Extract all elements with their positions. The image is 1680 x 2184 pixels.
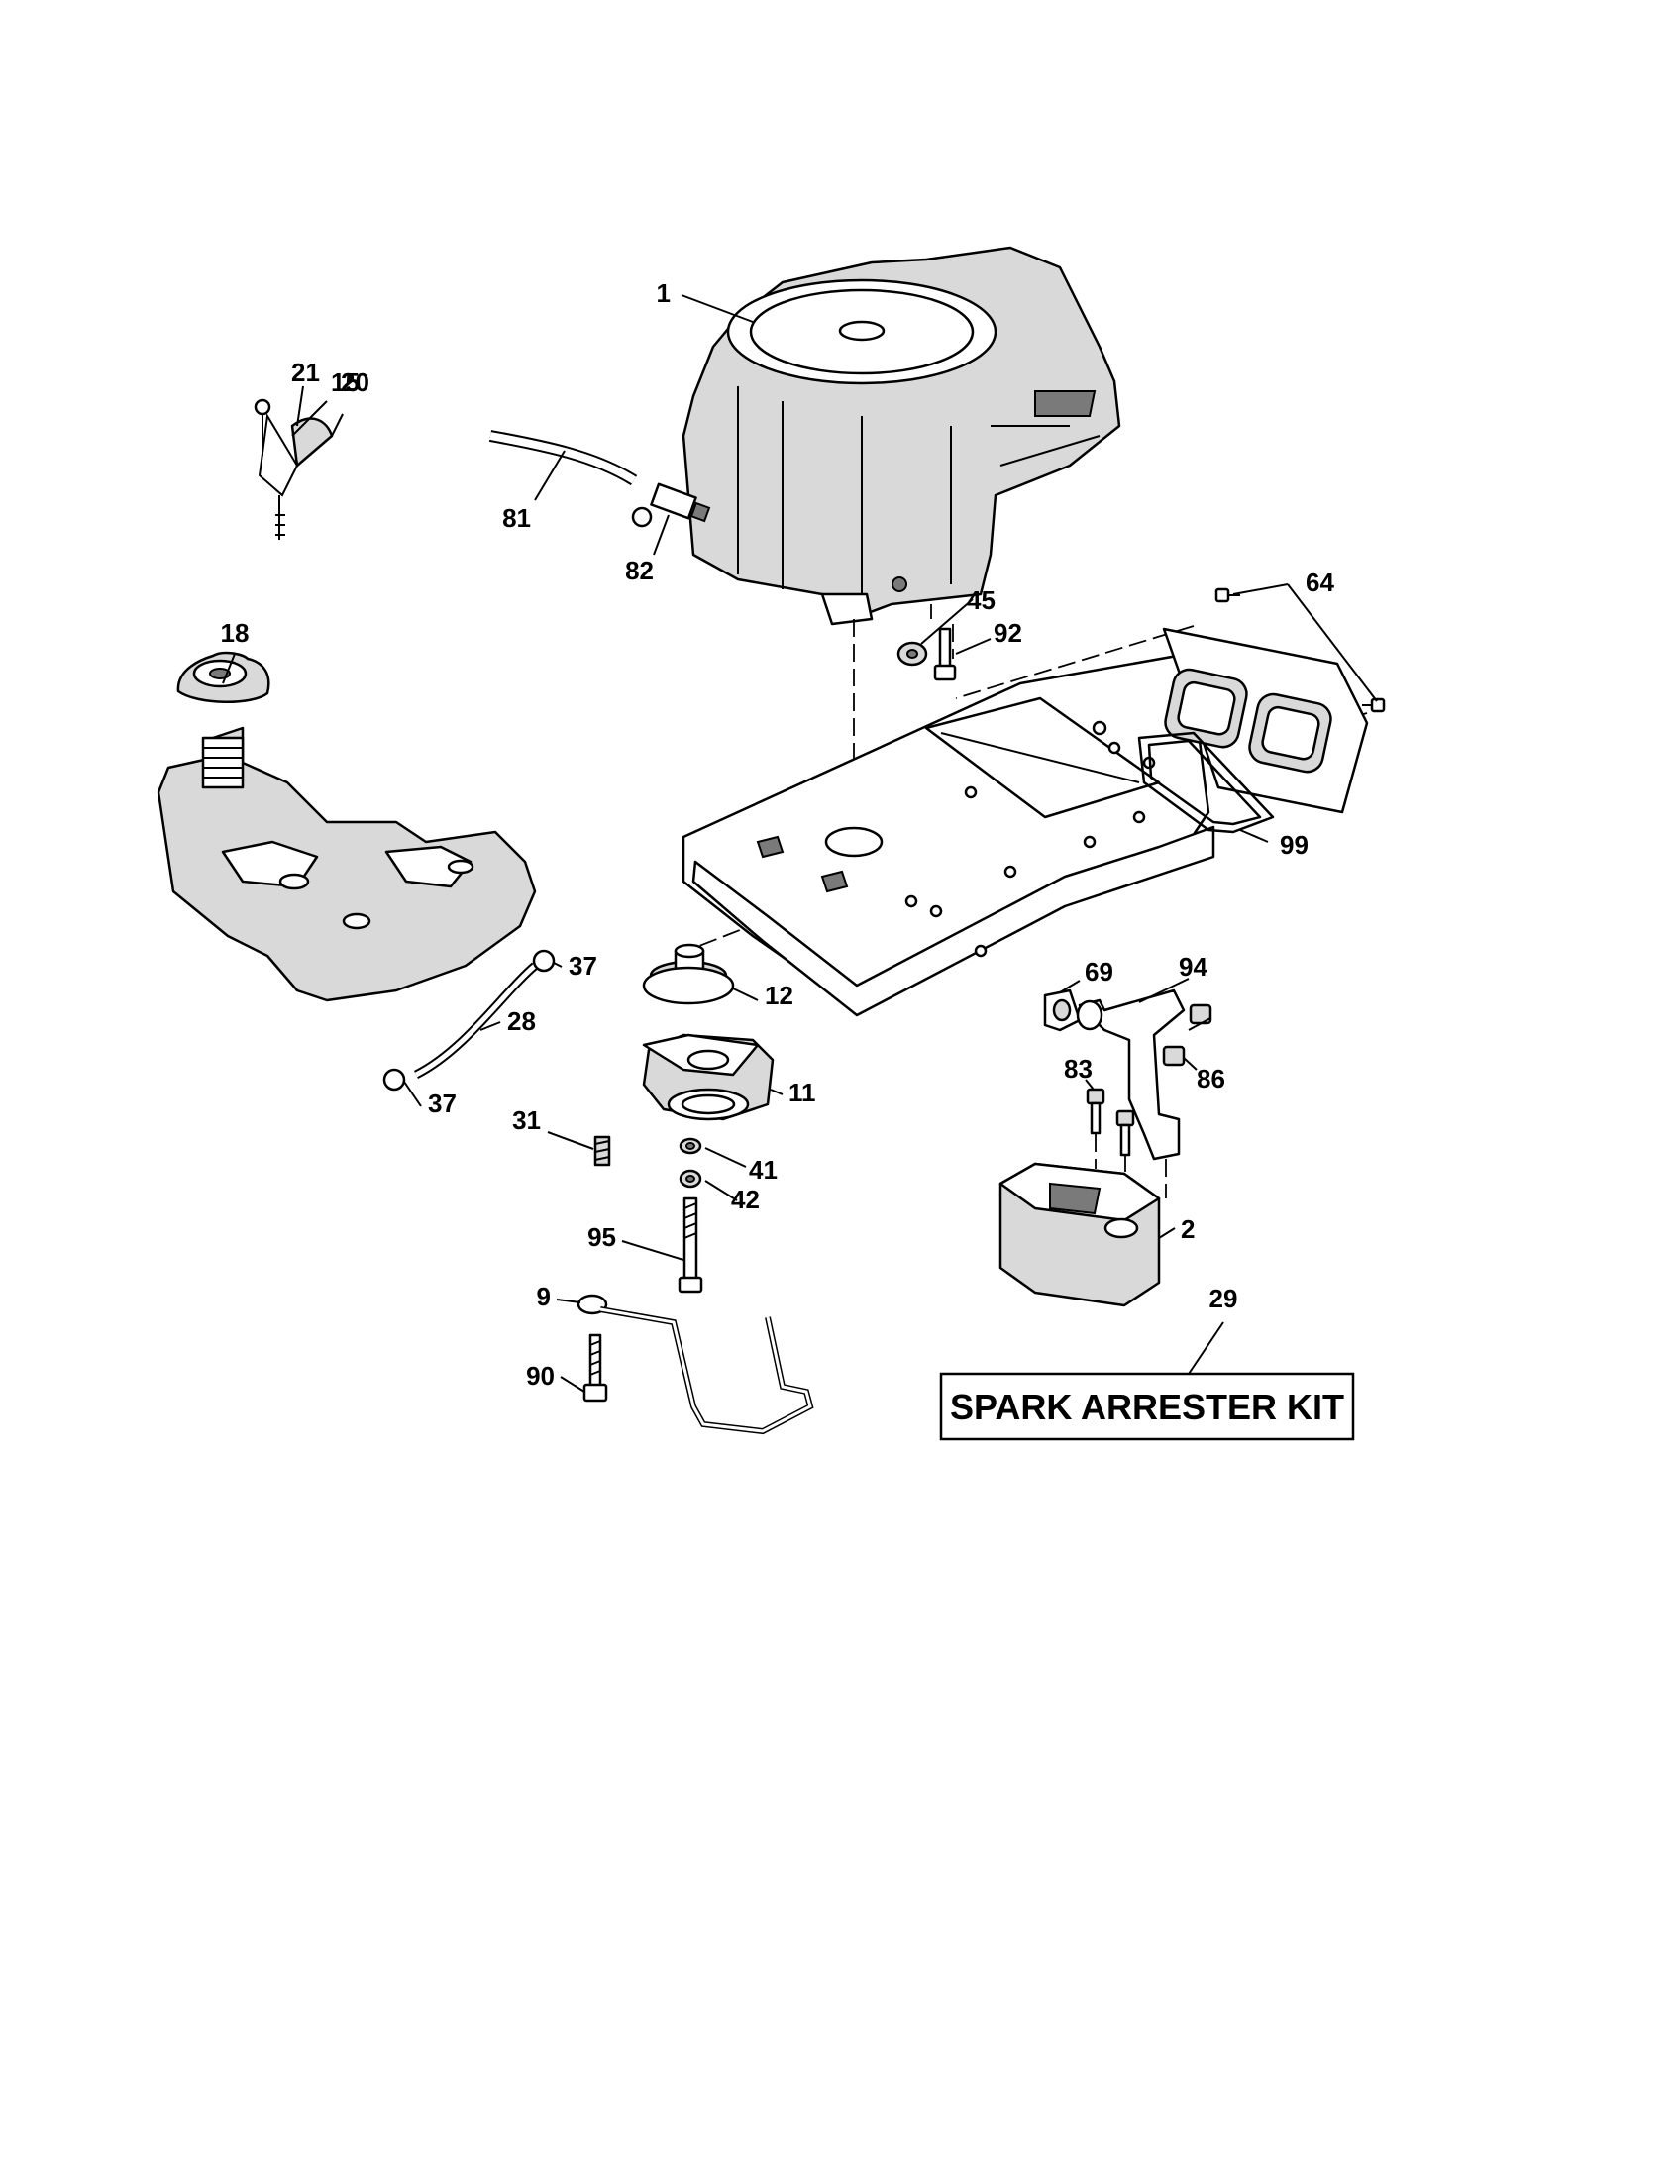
callout-37b: 37 [428, 1089, 457, 1118]
engine [682, 246, 1121, 626]
fuel-line [488, 430, 638, 486]
callout-69: 69 [1085, 957, 1113, 987]
bolt [582, 1333, 608, 1403]
callout-2: 2 [1181, 1214, 1195, 1244]
callout-94: 94 [1179, 952, 1208, 982]
bolt [1214, 587, 1240, 603]
callout-81: 81 [502, 503, 531, 533]
callout-29: 29 [1209, 1284, 1238, 1313]
fuel-filter [631, 482, 711, 528]
pulley [642, 943, 735, 1005]
callout-64: 64 [1306, 568, 1334, 597]
gas-cap [176, 651, 270, 703]
callout-86: 86 [1197, 1064, 1225, 1093]
mounting-guide-line [955, 625, 1195, 699]
nut [896, 641, 928, 667]
kit-label-box [939, 1372, 1355, 1441]
fuel-hose [413, 962, 538, 1080]
callout-28: 28 [507, 1006, 536, 1036]
callout-95: 95 [587, 1222, 616, 1252]
muffler [998, 1162, 1161, 1307]
bolt [1086, 1088, 1105, 1135]
callout-18: 18 [221, 618, 250, 648]
callout-21: 21 [291, 358, 320, 387]
callout-41: 41 [749, 1155, 778, 1185]
anti-rotation-bracket [577, 1294, 814, 1435]
gasket [1137, 731, 1275, 834]
callout-20: 20 [341, 367, 369, 397]
frame [682, 652, 1215, 1017]
washer [679, 1137, 702, 1155]
callout-12: 12 [765, 981, 793, 1010]
callout-9: 9 [537, 1282, 551, 1311]
clutch-bolt [678, 1196, 703, 1294]
nut [1162, 1045, 1186, 1067]
gasket [1043, 988, 1082, 1032]
callout-82: 82 [625, 556, 654, 585]
callout-31: 31 [512, 1105, 541, 1135]
callout-92: 92 [994, 618, 1022, 648]
spacer [593, 1135, 611, 1167]
callout-37a: 37 [569, 951, 597, 981]
exhaust-pipe [1076, 988, 1186, 1161]
leader-lines [222, 294, 1378, 1393]
electric-clutch [642, 1033, 775, 1121]
hose-clamp [532, 949, 556, 973]
bolt [933, 627, 957, 681]
hose-clamp [382, 1068, 406, 1092]
washer [679, 1169, 702, 1189]
callout-45: 45 [967, 585, 996, 615]
callout-11: 11 [788, 1078, 816, 1107]
callout-42: 42 [731, 1185, 760, 1214]
callout-90: 90 [526, 1361, 555, 1391]
bolt [1362, 697, 1386, 713]
kit-label: SPARK ARRESTER KIT [950, 1387, 1344, 1427]
callout-15: 15 [331, 367, 360, 397]
fuel-tank [157, 726, 537, 1002]
gasket-inner [1147, 739, 1262, 826]
bolt [1115, 1109, 1135, 1157]
dipstick-tube [254, 398, 334, 540]
callout-1: 1 [657, 278, 671, 308]
callout-99: 99 [1280, 830, 1309, 860]
rear-panel [1162, 627, 1369, 814]
callout-83: 83 [1064, 1054, 1093, 1084]
